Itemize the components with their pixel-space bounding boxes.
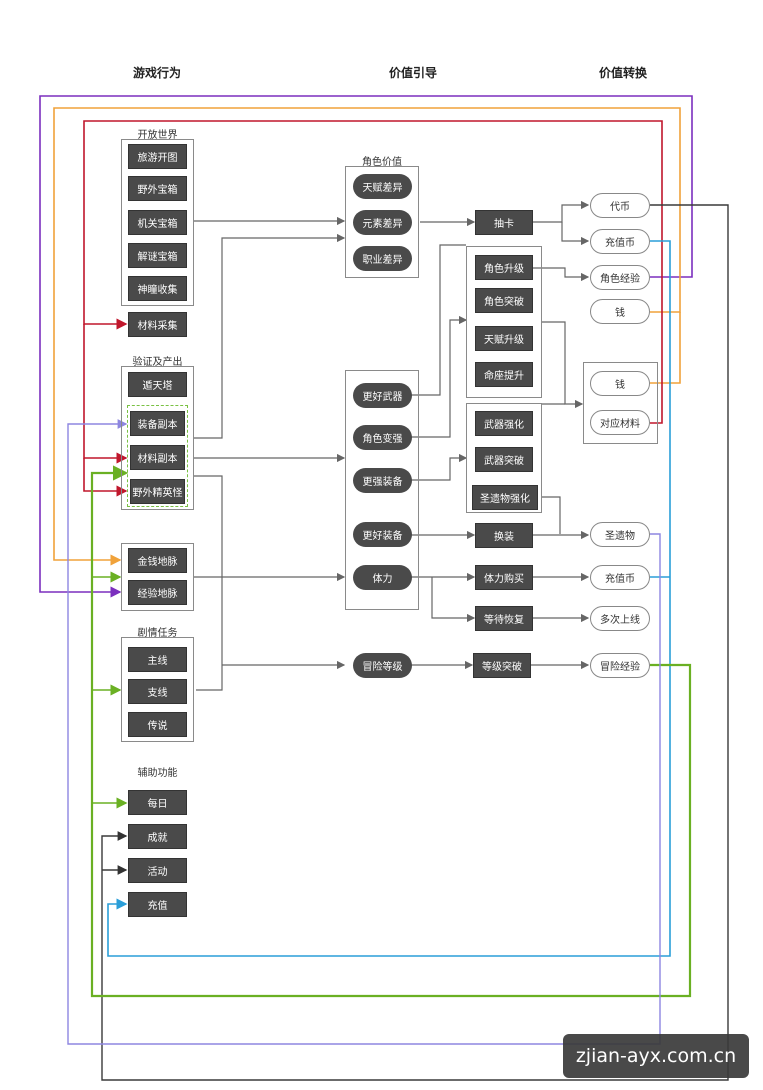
node-material-dungeon[interactable]: 材料副本 bbox=[130, 445, 185, 470]
group-ley-lines bbox=[121, 543, 194, 611]
node-stronger-equip[interactable]: 更强装备 bbox=[353, 468, 412, 493]
node-talent-levelup[interactable]: 天赋升级 bbox=[475, 326, 533, 351]
node-level-breakthrough[interactable]: 等级突破 bbox=[473, 653, 531, 678]
dungeon-highlight bbox=[127, 405, 188, 507]
node-wait-recover[interactable]: 等待恢复 bbox=[475, 606, 533, 631]
node-achievement[interactable]: 成就 bbox=[128, 824, 187, 849]
group-verify-output bbox=[121, 366, 194, 510]
node-better-equip[interactable]: 更好装备 bbox=[353, 522, 412, 547]
node-side-quest[interactable]: 支线 bbox=[128, 679, 187, 704]
node-wild-elite[interactable]: 野外精英怪 bbox=[130, 479, 185, 504]
node-char-levelup[interactable]: 角色升级 bbox=[475, 255, 533, 280]
node-material-gather[interactable]: 材料采集 bbox=[128, 312, 187, 337]
node-equip-dungeon[interactable]: 装备副本 bbox=[130, 411, 185, 436]
node-genesis-crystal[interactable]: 充值币 bbox=[590, 229, 650, 254]
node-char-exp[interactable]: 角色经验 bbox=[590, 265, 650, 290]
node-better-weapon[interactable]: 更好武器 bbox=[353, 383, 412, 408]
node-constellation-up[interactable]: 命座提升 bbox=[475, 362, 533, 387]
header-game-behavior: 游戏行为 bbox=[133, 66, 182, 80]
node-money-reward[interactable]: 钱 bbox=[590, 371, 650, 396]
group-char-value-label: 角色价值 bbox=[362, 157, 402, 168]
group-verify-output-label: 验证及产出 bbox=[132, 357, 183, 368]
node-talent-diff[interactable]: 天赋差异 bbox=[353, 174, 412, 199]
node-main-quest[interactable]: 主线 bbox=[128, 647, 187, 672]
group-open-world-label: 开放世界 bbox=[137, 130, 178, 141]
node-weapon-enhance[interactable]: 武器强化 bbox=[475, 411, 533, 436]
node-puzzle-chest[interactable]: 解谜宝箱 bbox=[128, 243, 187, 268]
node-recharge[interactable]: 充值 bbox=[128, 892, 187, 917]
node-job-diff[interactable]: 职业差异 bbox=[353, 246, 412, 271]
node-wild-chest[interactable]: 野外宝箱 bbox=[128, 176, 187, 201]
node-adventure-level[interactable]: 冒险等级 bbox=[353, 653, 412, 678]
group-open-world bbox=[121, 139, 194, 306]
node-primogem[interactable]: 代币 bbox=[590, 193, 650, 218]
node-stamina-buy[interactable]: 体力购买 bbox=[475, 565, 533, 590]
node-stamina[interactable]: 体力 bbox=[353, 565, 412, 590]
group-story-label: 剧情任务 bbox=[137, 628, 178, 639]
group-assist-label: 辅助功能 bbox=[137, 768, 178, 779]
group-char-growth bbox=[466, 246, 542, 398]
node-char-breakthrough[interactable]: 角色突破 bbox=[475, 288, 533, 313]
node-event[interactable]: 活动 bbox=[128, 858, 187, 883]
group-weapon-growth bbox=[466, 403, 542, 513]
node-exp-vein[interactable]: 经验地脉 bbox=[128, 580, 187, 605]
node-mech-chest[interactable]: 机关宝箱 bbox=[128, 210, 187, 235]
node-legend-quest[interactable]: 传说 bbox=[128, 712, 187, 737]
node-tower[interactable]: 遁天塔 bbox=[128, 372, 187, 397]
node-swap-equip[interactable]: 换装 bbox=[475, 523, 533, 548]
group-guide-main bbox=[345, 370, 419, 610]
node-daily[interactable]: 每日 bbox=[128, 790, 187, 815]
node-artifact-enhance[interactable]: 圣遗物强化 bbox=[472, 485, 538, 510]
group-output-rewards bbox=[583, 362, 658, 444]
node-gacha[interactable]: 抽卡 bbox=[475, 210, 533, 235]
node-artifact[interactable]: 圣遗物 bbox=[590, 522, 650, 547]
group-story bbox=[121, 637, 194, 742]
node-oculus-collect[interactable]: 神瞳收集 bbox=[128, 276, 187, 301]
node-multi-login[interactable]: 多次上线 bbox=[590, 606, 650, 631]
group-char-value bbox=[345, 166, 419, 278]
header-value-convert: 价值转换 bbox=[599, 66, 648, 80]
node-money[interactable]: 钱 bbox=[590, 299, 650, 324]
header-value-guide: 价值引导 bbox=[389, 66, 438, 80]
node-matching-material[interactable]: 对应材料 bbox=[590, 410, 650, 435]
node-adventure-exp[interactable]: 冒险经验 bbox=[590, 653, 650, 678]
node-gold-vein[interactable]: 金钱地脉 bbox=[128, 548, 187, 573]
node-element-diff[interactable]: 元素差异 bbox=[353, 210, 412, 235]
node-char-stronger[interactable]: 角色变强 bbox=[353, 425, 412, 450]
node-travel-map[interactable]: 旅游开图 bbox=[128, 144, 187, 169]
watermark-badge: zjian-ayx.com.cn bbox=[563, 1034, 749, 1078]
node-weapon-breakthrough[interactable]: 武器突破 bbox=[475, 447, 533, 472]
node-genesis-crystal-2[interactable]: 充值币 bbox=[590, 565, 650, 590]
